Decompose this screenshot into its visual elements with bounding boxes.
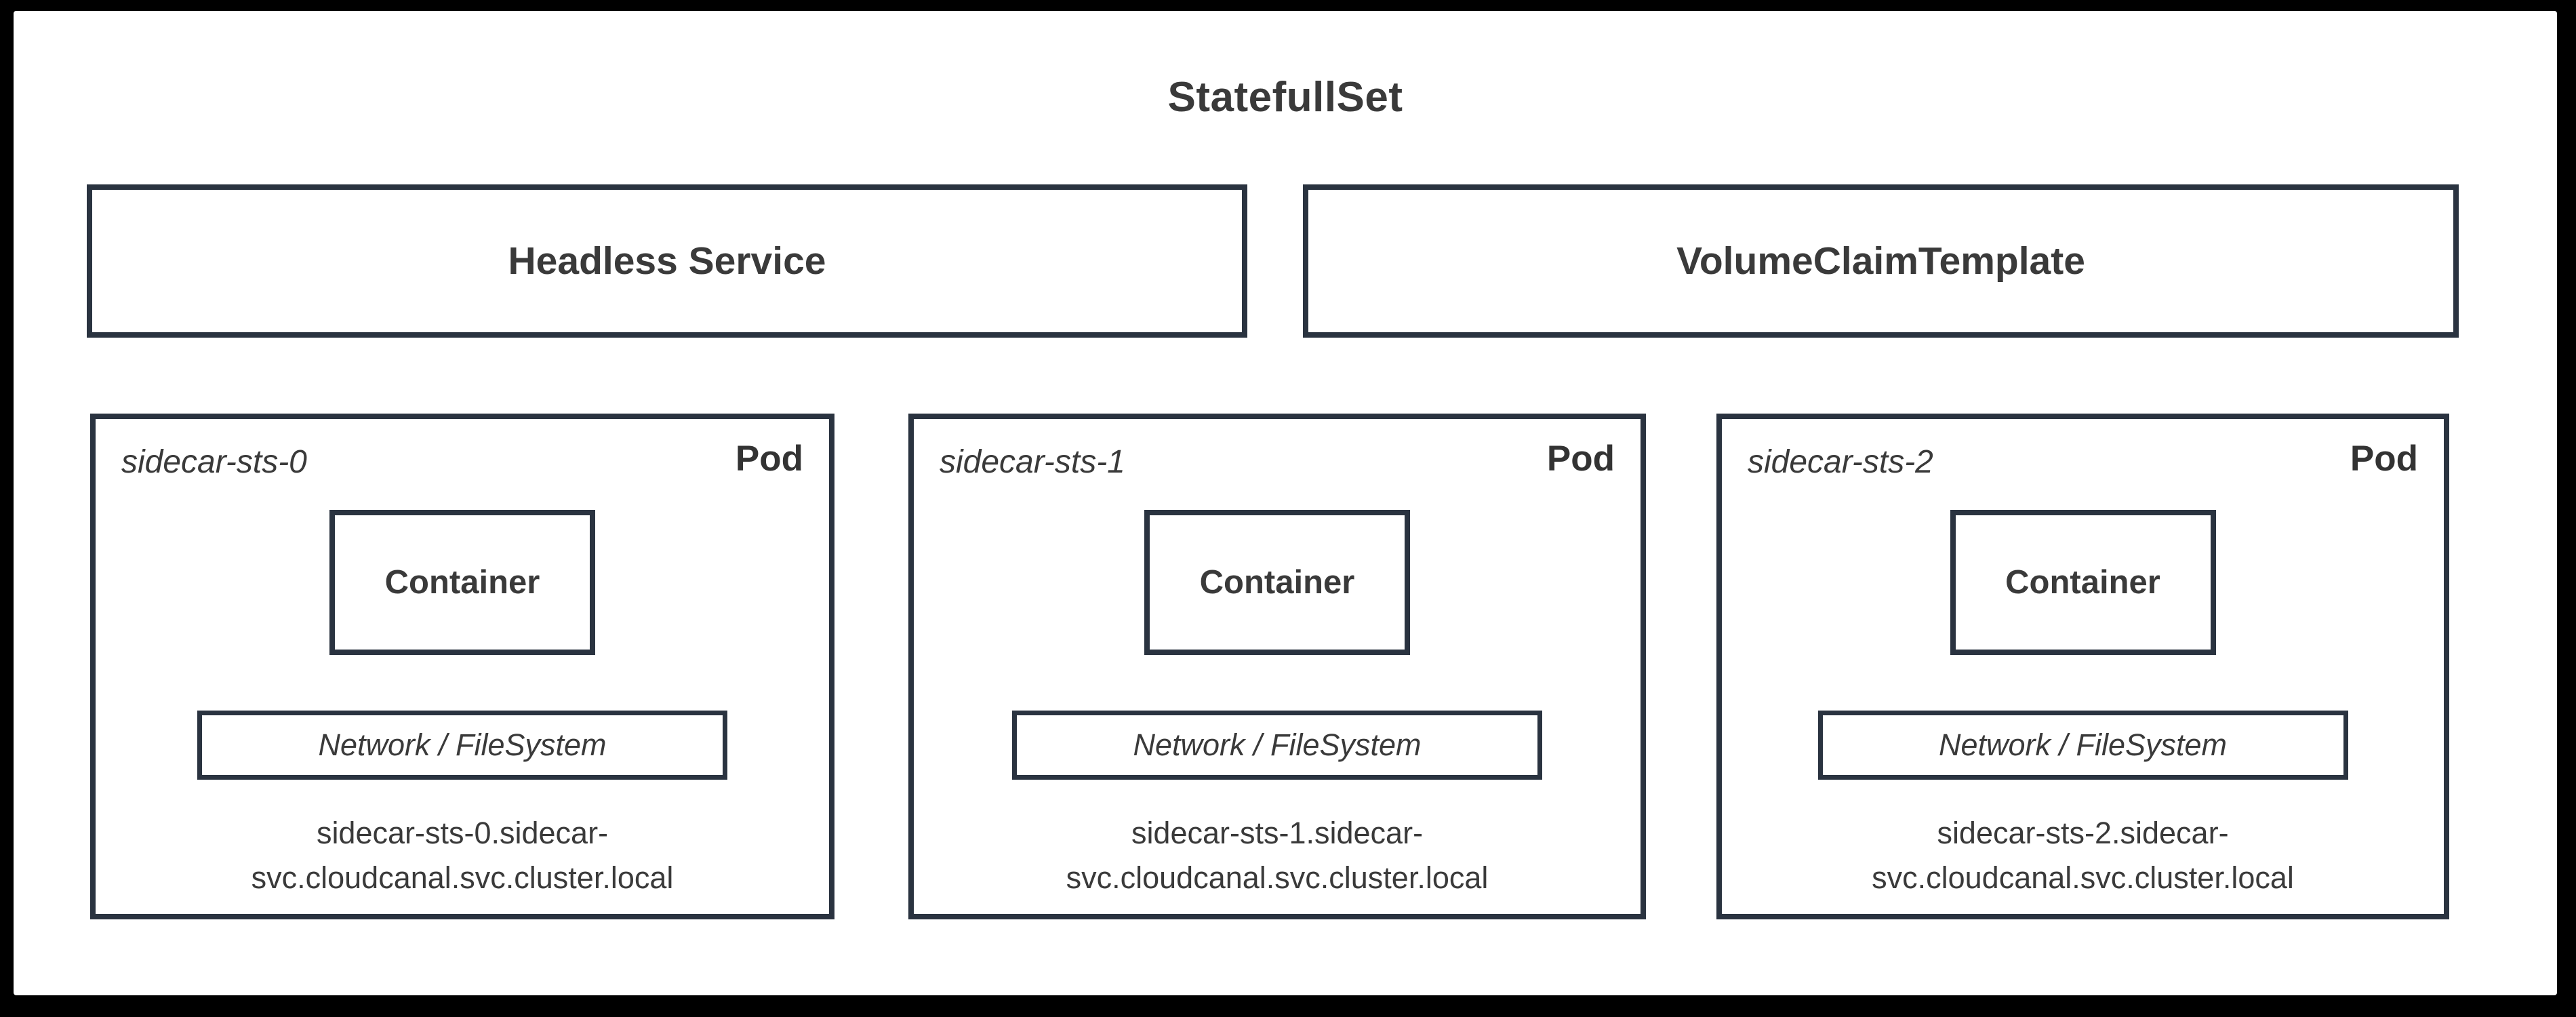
diagram-canvas: StatefullSet Headless Service VolumeClai…	[14, 11, 2557, 995]
pod-name-label: sidecar-sts-0	[121, 444, 307, 480]
pod-dns-line-2: svc.cloudcanal.svc.cluster.local	[1872, 860, 2294, 895]
pod-dns-line-2: svc.cloudcanal.svc.cluster.local	[251, 860, 674, 895]
pod-type-label: Pod	[1546, 439, 1615, 479]
network-filesystem-label: Network / FileSystem	[1938, 727, 2228, 762]
container-box: Container	[1950, 510, 2216, 655]
pod-dns-line-1: sidecar-sts-0.sidecar-	[316, 816, 609, 850]
pod-dns-text: sidecar-sts-0.sidecar- svc.cloudcanal.sv…	[96, 811, 829, 900]
headless-service-label: Headless Service	[508, 239, 826, 283]
pod-dns-line-2: svc.cloudcanal.svc.cluster.local	[1066, 860, 1489, 895]
pod-type-label: Pod	[735, 439, 803, 479]
pod-dns-line-1: sidecar-sts-1.sidecar-	[1131, 816, 1424, 850]
pod-dns-text: sidecar-sts-1.sidecar- svc.cloudcanal.sv…	[914, 811, 1641, 900]
volume-claim-template-box: VolumeClaimTemplate	[1303, 184, 2459, 338]
diagram-title: StatefullSet	[1167, 74, 1403, 121]
pod-name-label: sidecar-sts-2	[1748, 444, 1933, 480]
pod-box-sidecar-sts-1: sidecar-sts-1 Pod Container Network / Fi…	[908, 414, 1646, 919]
pod-box-sidecar-sts-2: sidecar-sts-2 Pod Container Network / Fi…	[1716, 414, 2449, 919]
pod-type-label: Pod	[2350, 439, 2418, 479]
pod-dns-line-1: sidecar-sts-2.sidecar-	[1937, 816, 2229, 850]
network-filesystem-box: Network / FileSystem	[1817, 711, 2348, 780]
container-label: Container	[2005, 564, 2160, 601]
container-box: Container	[1144, 510, 1410, 655]
container-label: Container	[1199, 564, 1355, 601]
pod-name-label: sidecar-sts-1	[940, 444, 1125, 480]
pod-dns-text: sidecar-sts-2.sidecar- svc.cloudcanal.sv…	[1722, 811, 2444, 900]
network-filesystem-box: Network / FileSystem	[197, 711, 727, 780]
volume-claim-template-label: VolumeClaimTemplate	[1676, 239, 2085, 283]
container-label: Container	[384, 564, 540, 601]
pod-box-sidecar-sts-0: sidecar-sts-0 Pod Container Network / Fi…	[90, 414, 834, 919]
network-filesystem-box: Network / FileSystem	[1012, 711, 1542, 780]
container-box: Container	[329, 510, 595, 655]
headless-service-box: Headless Service	[87, 184, 1247, 338]
network-filesystem-label: Network / FileSystem	[318, 727, 607, 762]
network-filesystem-label: Network / FileSystem	[1133, 727, 1422, 762]
